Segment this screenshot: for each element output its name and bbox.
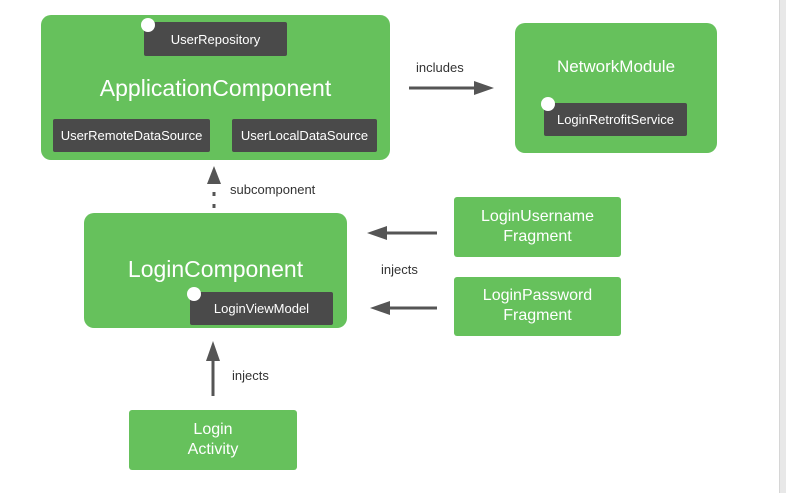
- login-component-title: LoginComponent: [127, 256, 304, 282]
- includes-label: includes: [416, 60, 464, 75]
- login-retrofit-service-chip: LoginRetrofitService: [544, 103, 687, 136]
- login-username-fragment-label: LoginUsername Fragment: [454, 207, 621, 247]
- login-username-fragment-node: LoginUsername Fragment: [454, 197, 621, 257]
- subcomponent-arrow: [207, 166, 221, 208]
- login-activity-label: Login Activity: [129, 420, 297, 460]
- login-activity-line1: Login: [193, 421, 233, 438]
- includes-arrow: [409, 81, 494, 95]
- network-module-title: NetworkModule: [556, 57, 676, 76]
- login-password-fragment-node: LoginPassword Fragment: [454, 277, 621, 336]
- login-username-fragment-line2: Fragment: [503, 228, 572, 245]
- login-password-fragment-label: LoginPassword Fragment: [454, 286, 621, 326]
- injects-activity-arrow: [206, 341, 220, 396]
- application-component-node: UserRepository ApplicationComponent User…: [41, 15, 390, 160]
- login-view-model-chip: LoginViewModel: [190, 292, 333, 325]
- user-remote-data-source-chip: UserRemoteDataSource: [53, 119, 210, 152]
- injects-activity-label: injects: [232, 368, 269, 383]
- user-local-data-source-chip: UserLocalDataSource: [232, 119, 377, 152]
- login-password-fragment-line2: Fragment: [503, 307, 572, 324]
- login-username-fragment-line1: LoginUsername: [481, 208, 594, 225]
- injects-fragments-label: injects: [381, 262, 418, 277]
- login-activity-node: Login Activity: [129, 410, 297, 470]
- chip-marker-dot: [141, 18, 155, 32]
- subcomponent-label: subcomponent: [230, 182, 316, 197]
- application-component-title: ApplicationComponent: [99, 75, 332, 101]
- scrollbar[interactable]: [779, 0, 786, 493]
- login-password-fragment-line1: LoginPassword: [482, 287, 593, 304]
- injects-password-arrow: [370, 301, 437, 315]
- login-activity-line2: Activity: [187, 441, 239, 458]
- network-module-node: NetworkModule LoginRetrofitService: [515, 23, 717, 153]
- login-component-node: LoginComponent LoginViewModel: [84, 213, 347, 328]
- chip-marker-dot: [187, 287, 201, 301]
- injects-username-arrow: [367, 226, 437, 240]
- user-repository-chip: UserRepository: [144, 22, 287, 56]
- chip-marker-dot: [541, 97, 555, 111]
